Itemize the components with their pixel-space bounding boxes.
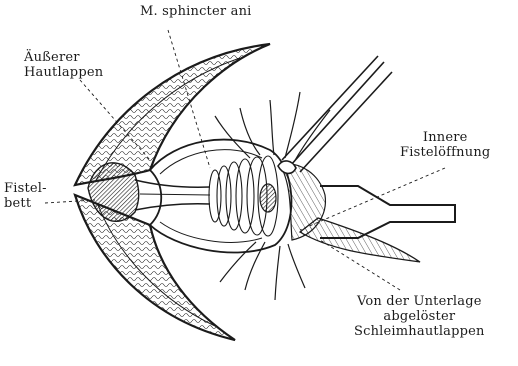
anal-opening [260,184,276,212]
label-sphincter-ani: M. sphincter ani [140,4,252,19]
label-detached-mucosa-flap: Von der Unterlage abgelöster Schleimhaut… [354,294,485,339]
label-outer-skin-flap: Äußerer Hautlappen [24,50,103,80]
label-fistula-bed: Fistel- bett [4,181,47,211]
detached-mucosa-flap [300,218,420,262]
label-inner-fistula-opening: Innere Fistelöffnung [400,130,490,160]
